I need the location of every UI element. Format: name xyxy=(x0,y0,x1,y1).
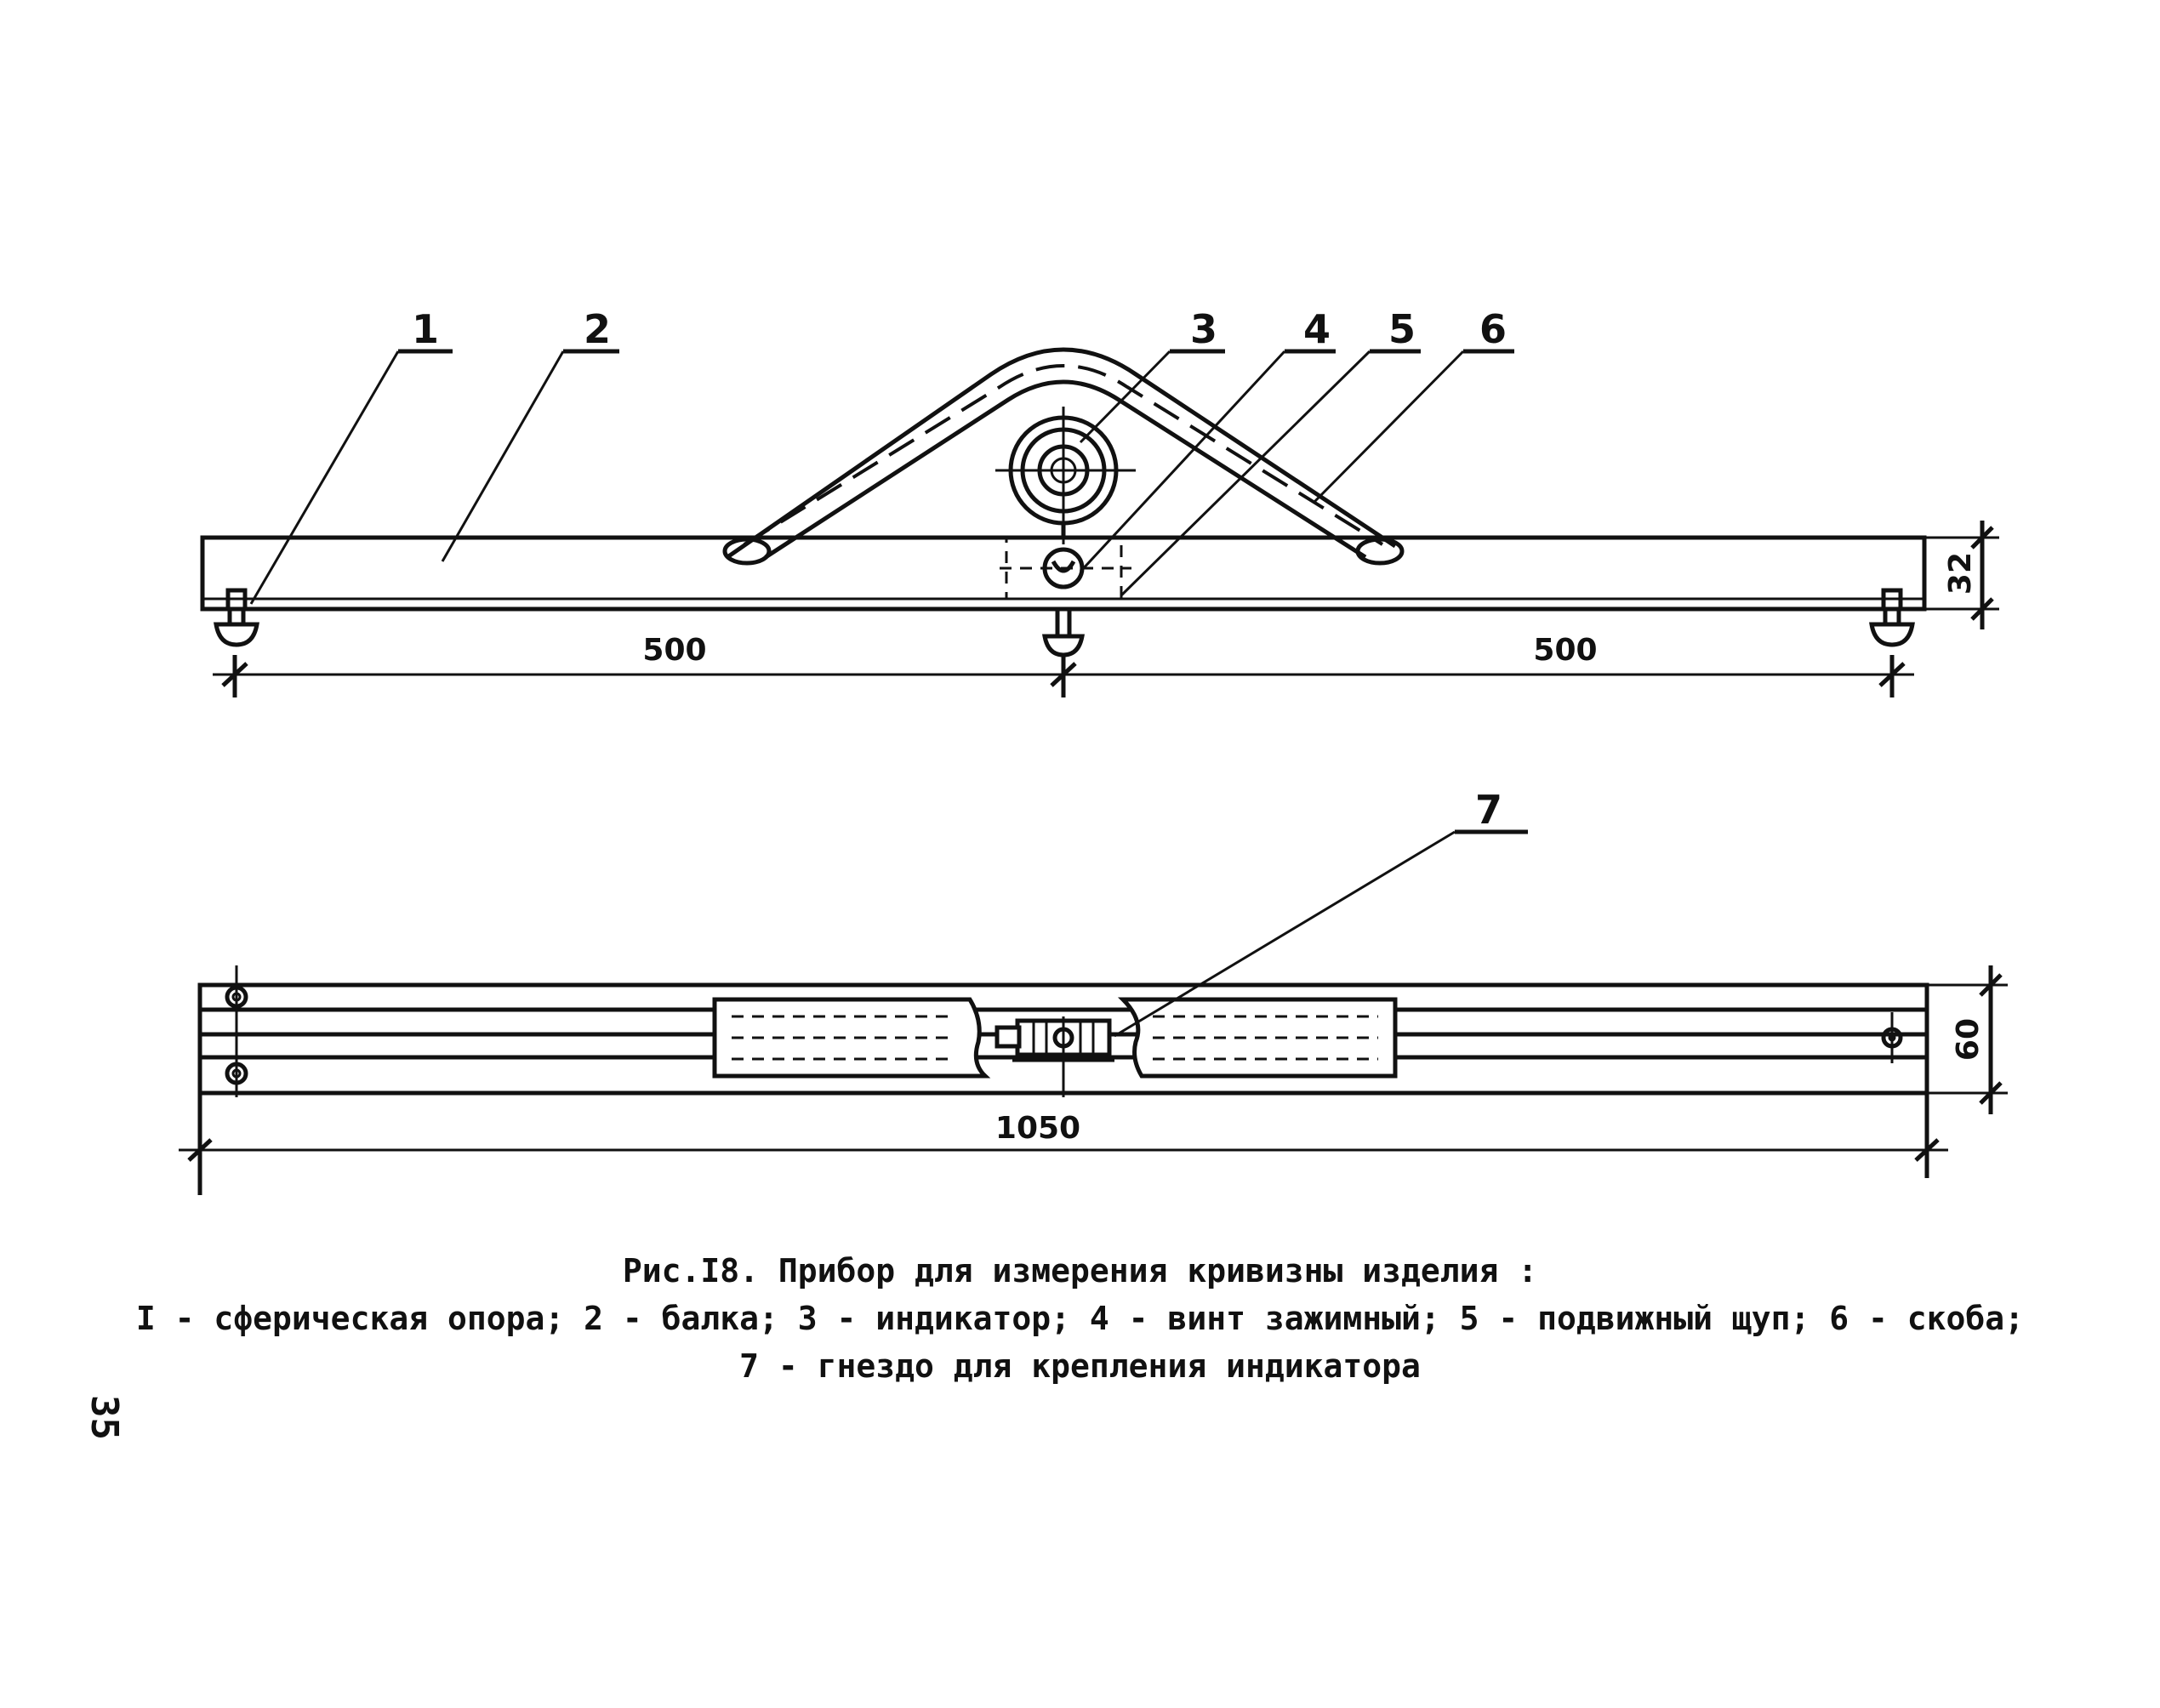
callout-7: 7 xyxy=(1114,787,1528,1038)
svg-text:7: 7 xyxy=(1475,787,1502,833)
callout-1: 1 xyxy=(249,306,453,605)
indicator-socket xyxy=(995,1016,1114,1097)
figure-caption-legend: I - сферическая опора; 2 - балка; 3 - ин… xyxy=(135,1300,2025,1337)
dim-beam-width: 60 xyxy=(1951,1018,1986,1061)
dim-right-span: 500 xyxy=(1533,633,1597,668)
beam-height-dimension: 32 xyxy=(1924,521,1999,629)
bracket xyxy=(722,347,1405,566)
dim-left-span: 500 xyxy=(642,633,706,668)
figure-caption-legend-cont: 7 - гнездо для крепления индикатора xyxy=(739,1347,1421,1385)
beam-width-dimension: 60 xyxy=(1927,965,2008,1114)
svg-text:1: 1 xyxy=(412,306,439,352)
callout-2: 2 xyxy=(441,306,619,562)
side-view: 500 500 32 1 2 3 xyxy=(200,306,1999,697)
clamp-block xyxy=(1000,536,1131,601)
svg-text:2: 2 xyxy=(584,306,611,352)
page-number: 35 xyxy=(83,1395,126,1440)
dim-total-length: 1050 xyxy=(995,1111,1080,1146)
bracket-plate-left xyxy=(712,997,991,1079)
total-length-dimension: 1050 xyxy=(179,1093,1948,1195)
figure-caption-title: Рис.I8. Прибор для измерения кривизны из… xyxy=(622,1252,1538,1290)
plan-view: 7 60 1050 xyxy=(179,787,2008,1195)
svg-text:4: 4 xyxy=(1303,306,1331,352)
spherical-support-right xyxy=(1869,588,1915,647)
callout-3: 3 xyxy=(1079,306,1225,444)
bracket-plate-right xyxy=(1117,997,1398,1079)
svg-text:6: 6 xyxy=(1479,306,1507,352)
span-dimension: 500 500 xyxy=(213,633,1914,697)
spherical-support-left xyxy=(214,588,259,647)
callout-6: 6 xyxy=(1313,306,1514,504)
callout-5: 5 xyxy=(1120,306,1421,597)
svg-text:3: 3 xyxy=(1190,306,1217,352)
movable-probe xyxy=(1042,609,1085,658)
indicator xyxy=(995,407,1136,544)
callout-4: 4 xyxy=(1079,306,1336,573)
svg-text:5: 5 xyxy=(1388,306,1416,352)
dim-beam-height: 32 xyxy=(1943,552,1978,595)
